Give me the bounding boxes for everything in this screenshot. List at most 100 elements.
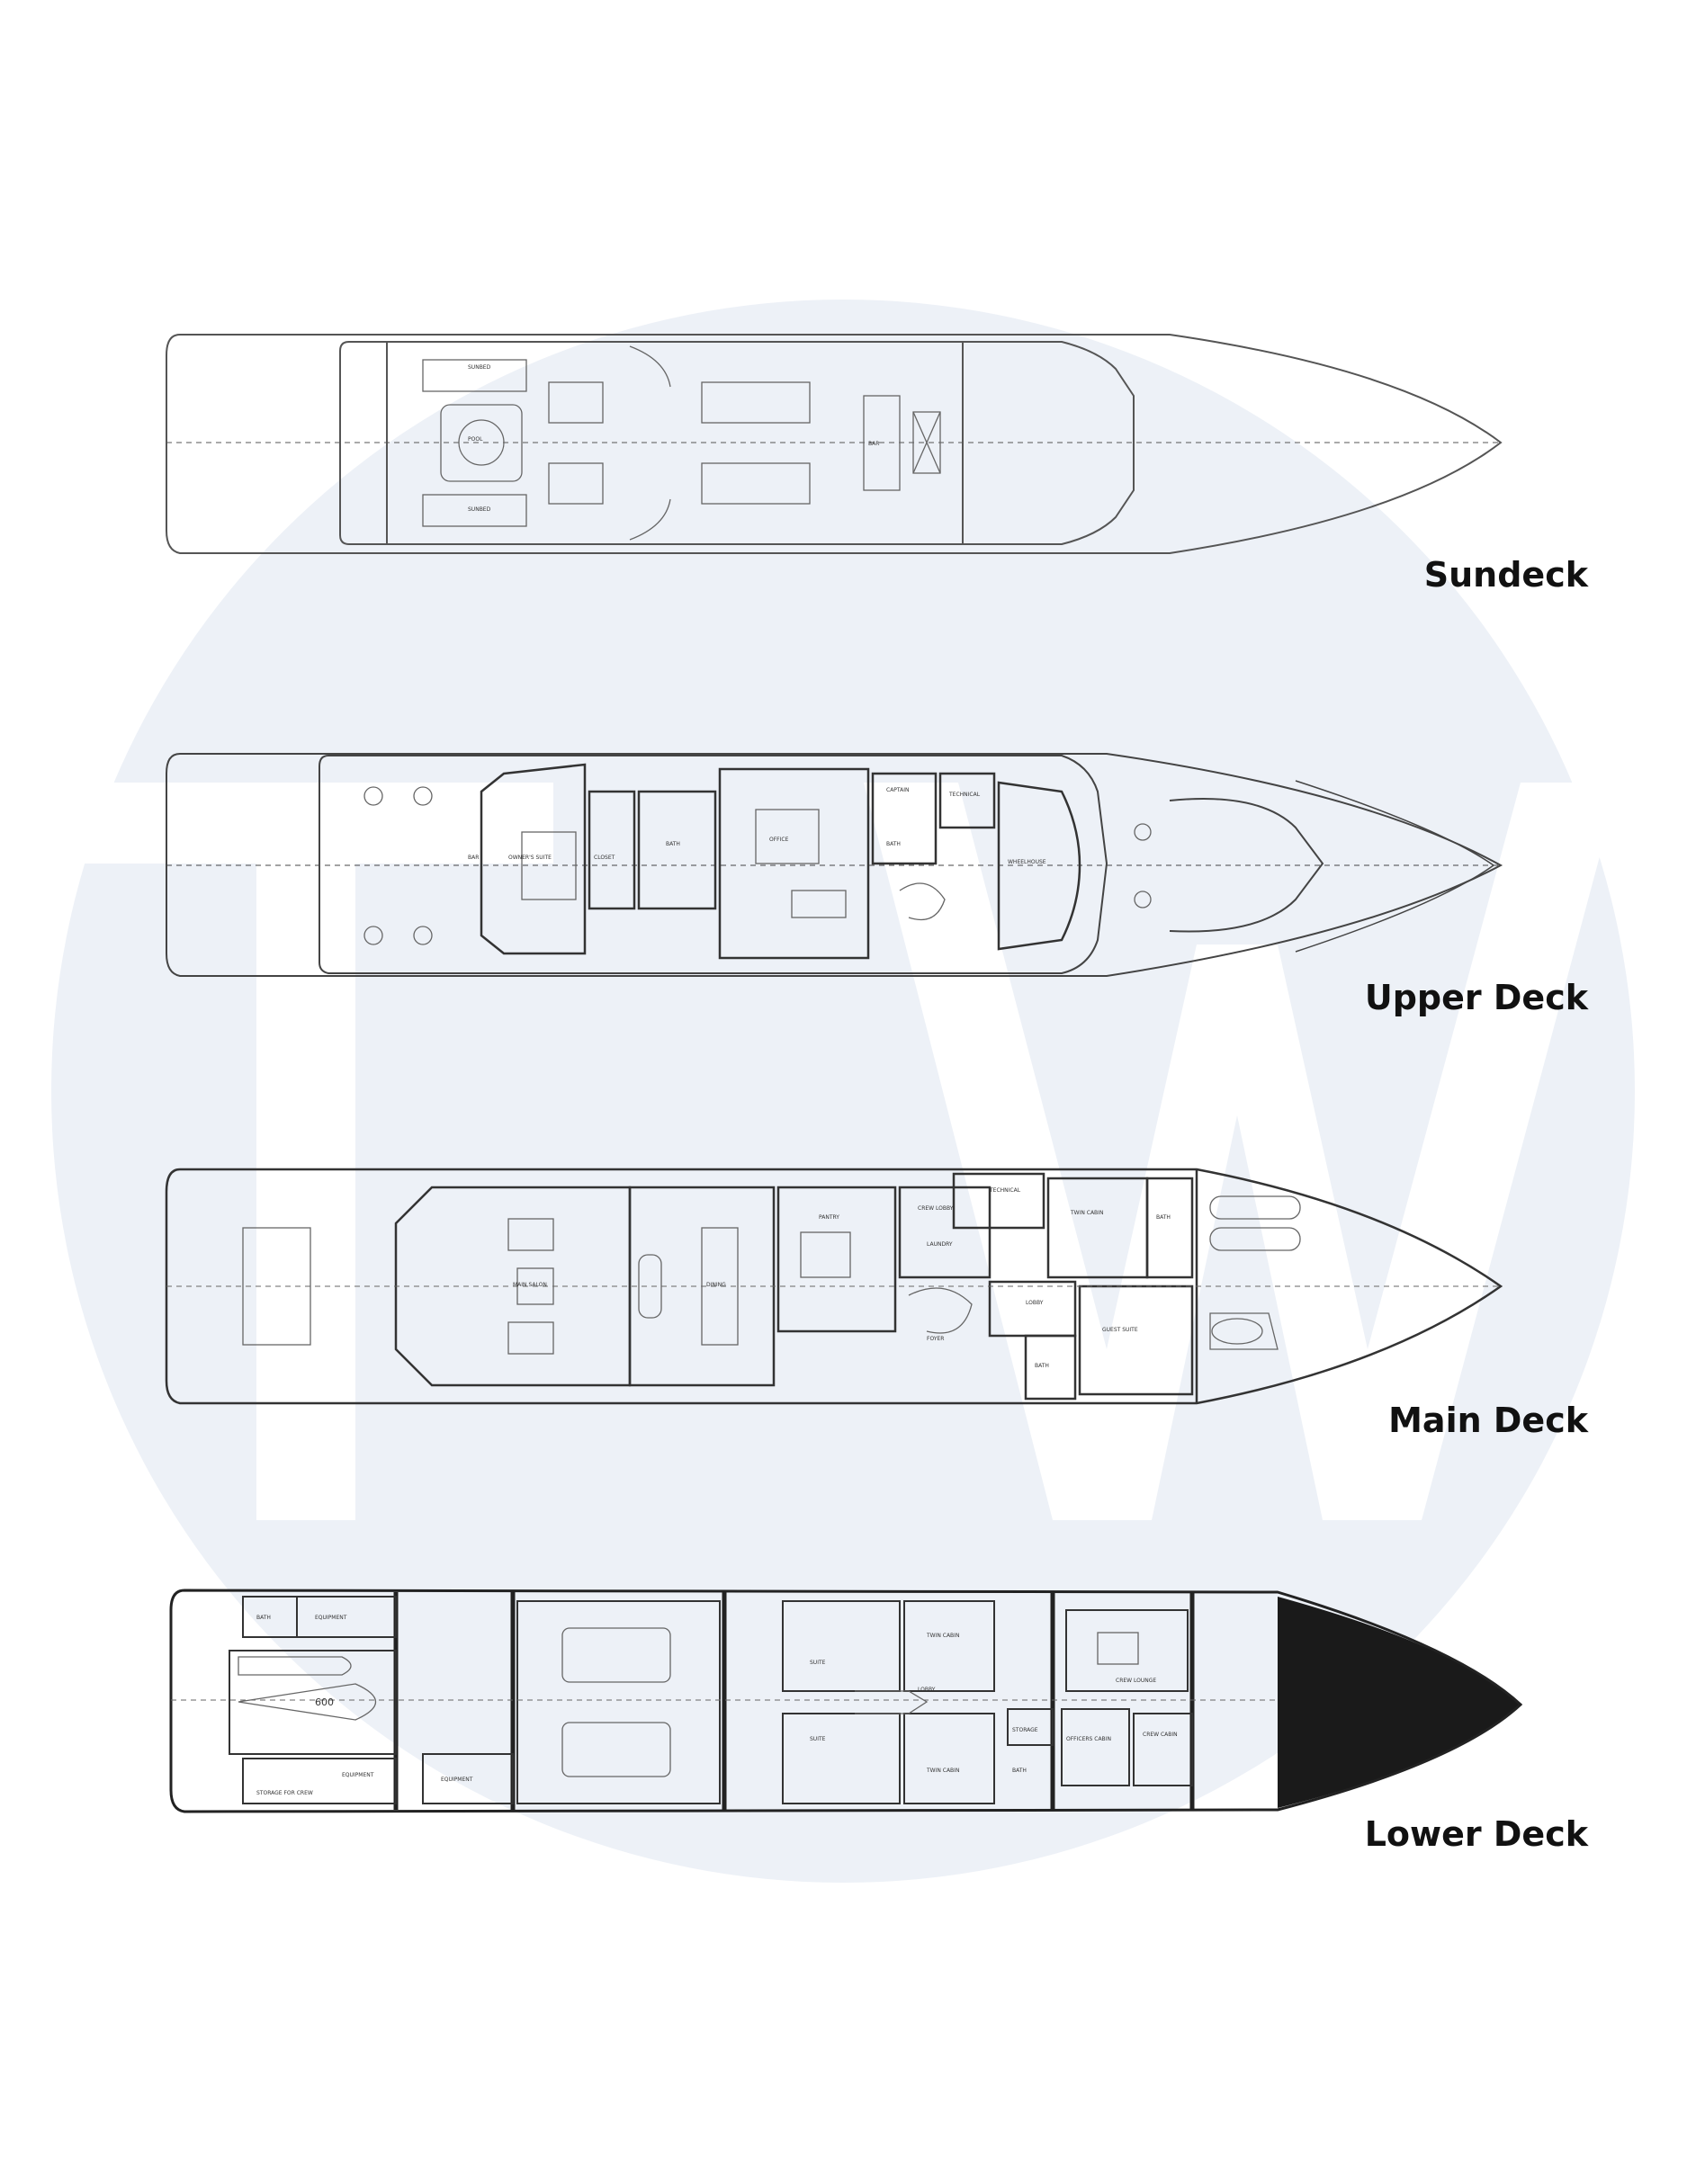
- main-piano: [638, 1254, 662, 1319]
- upper-room-closet: CLOSET: [594, 855, 615, 861]
- lower-crew-lounge: [1065, 1609, 1189, 1692]
- main-guest-suite: [1078, 1284, 1194, 1396]
- upper-room-captain: CAPTAIN: [886, 787, 909, 793]
- lower-engine-1: [561, 1627, 671, 1683]
- upper-fore-winch-2: [1134, 891, 1152, 909]
- main-salon-coffee-table: [516, 1267, 554, 1305]
- sundeck-room-sunbed-1: SUNBED: [468, 364, 491, 371]
- main-room-twin-cabin: TWIN CABIN: [1070, 1210, 1103, 1216]
- lower-lobby-stair: [855, 1690, 929, 1714]
- lower-room-equipment-aft: EQUIPMENT: [315, 1615, 347, 1621]
- main-room-laundry: LAUNDRY: [927, 1241, 953, 1248]
- upper-wheelhouse: [997, 781, 1081, 951]
- lower-room-storage-crew: STORAGE FOR CREW: [256, 1790, 313, 1796]
- lower-room-equipment-mid: EQUIPMENT: [441, 1777, 473, 1783]
- lower-room-tender-600: 600: [315, 1696, 334, 1708]
- upper-room-owners-suite: OWNER'S SUITE: [508, 855, 552, 861]
- sundeck-pool: [440, 404, 523, 482]
- main-hull-outline: [165, 1168, 1503, 1405]
- upper-captain: [871, 772, 938, 865]
- lower-room-bath: BATH: [1012, 1768, 1027, 1774]
- sundeck-hull-outline: [166, 334, 1503, 554]
- sundeck-dining-top: [701, 381, 811, 424]
- upper-room-technical: TECHNICAL: [948, 792, 981, 798]
- lower-room-twin-cabin-1: TWIN CABIN: [926, 1633, 959, 1639]
- main-bath-guest: [1024, 1334, 1077, 1401]
- sundeck-mast-cross-2: [912, 411, 941, 474]
- upper-aft-table-1: [363, 786, 383, 806]
- watermark-circle: [51, 300, 1635, 1883]
- main-room-pantry: PANTRY: [819, 1214, 839, 1221]
- upper-room-captain-bath: BATH: [886, 841, 901, 847]
- upper-office-desk: [791, 890, 847, 918]
- main-tender-garage: [1209, 1312, 1279, 1350]
- sundeck-mast: [912, 411, 941, 474]
- sundeck-room-pool: POOL: [468, 436, 483, 443]
- lower-jetski-1: [238, 1656, 352, 1676]
- sundeck-bar-counter: [863, 395, 901, 491]
- lower-room-storage: STORAGE: [1012, 1727, 1038, 1733]
- lower-officers-cabin: [1061, 1708, 1130, 1786]
- watermark-letter-t: [49, 783, 553, 1520]
- upper-foredeck-left: [1169, 798, 1324, 933]
- lower-twin-cabin-2: [903, 1713, 995, 1804]
- upper-room-wheelhouse: WHEELHOUSE: [1008, 859, 1046, 865]
- sundeck-dining-bottom: [701, 462, 811, 505]
- lower-hull-bow-dark: [1278, 1597, 1521, 1808]
- lower-tender-600: [238, 1683, 376, 1721]
- sundeck-sunbed-left-top: [422, 359, 527, 392]
- upper-spiral-stair: [899, 882, 946, 921]
- lower-room-suite-1: SUITE: [810, 1660, 826, 1666]
- main-salon-sofa-top: [507, 1218, 554, 1251]
- lower-room-crew-lounge: CREW LOUNGE: [1116, 1678, 1156, 1684]
- lower-room-lobby: LOBBY: [918, 1687, 936, 1693]
- sundeck-sunbed-left-bottom: [422, 494, 527, 527]
- sundeck-sunbed-top: [548, 381, 604, 424]
- sundeck-sunbed-bottom: [548, 462, 604, 505]
- main-spiral-stair: [908, 1287, 973, 1334]
- lower-suite-aft-2: [782, 1713, 901, 1804]
- upper-office-sofa: [755, 809, 820, 864]
- main-room-bath-fore: BATH: [1156, 1214, 1171, 1221]
- main-room-foyer: FOYER: [927, 1336, 944, 1342]
- main-salon-sofa-bottom: [507, 1321, 554, 1355]
- deck-label-sundeck: Sundeck: [1423, 555, 1588, 595]
- upper-closet: [588, 790, 636, 910]
- sundeck-pool-jacuzzi: [458, 419, 505, 466]
- upper-aft-table-4: [413, 926, 433, 945]
- lower-equipment-aft: [296, 1596, 397, 1638]
- upper-owners-suite-walls: [480, 763, 587, 955]
- lower-tender-bay: [229, 1650, 397, 1755]
- sundeck-stair-top: [629, 345, 671, 388]
- lower-storage-crew: [242, 1758, 397, 1804]
- main-foredeck-rib-2: [1209, 1227, 1301, 1251]
- lower-storage: [1007, 1708, 1054, 1746]
- upper-aft-table-3: [413, 786, 433, 806]
- main-dining-table: [701, 1227, 739, 1346]
- sundeck-stair-bottom: [629, 498, 671, 541]
- main-room-salon: MAIN SALON: [513, 1282, 547, 1288]
- main-technical: [952, 1172, 1045, 1230]
- sundeck-room-sunbed-2: SUNBED: [468, 506, 491, 513]
- lower-room-equipment-2: EQUIPMENT: [342, 1772, 374, 1778]
- upper-room-bath: BATH: [666, 841, 680, 847]
- main-room-guest-suite: GUEST SUITE: [1102, 1327, 1138, 1333]
- deck-label-upper-deck: Upper Deck: [1364, 978, 1588, 1017]
- lower-suite-aft: [782, 1600, 901, 1692]
- main-tender: [1211, 1318, 1263, 1345]
- main-room-lobby: LOBBY: [1026, 1300, 1044, 1306]
- upper-bath: [637, 790, 717, 910]
- lower-engine-room: [516, 1600, 721, 1804]
- main-pantry: [776, 1186, 897, 1333]
- main-room-technical: TECHNICAL: [989, 1187, 1021, 1194]
- upper-fore-winch-1: [1134, 823, 1152, 841]
- lower-room-twin-cabin-2: TWIN CABIN: [926, 1768, 959, 1774]
- sundeck-inner-outline: [339, 341, 1135, 545]
- upper-hull-outline: [166, 753, 1503, 977]
- upper-room-bar: BAR: [468, 855, 479, 861]
- lower-crew-dining-table: [1097, 1632, 1139, 1665]
- upper-superstructure: [319, 755, 1108, 974]
- lower-room-officers-cabin: OFFICERS CABIN: [1066, 1736, 1111, 1742]
- lower-equipment-mid: [422, 1753, 514, 1804]
